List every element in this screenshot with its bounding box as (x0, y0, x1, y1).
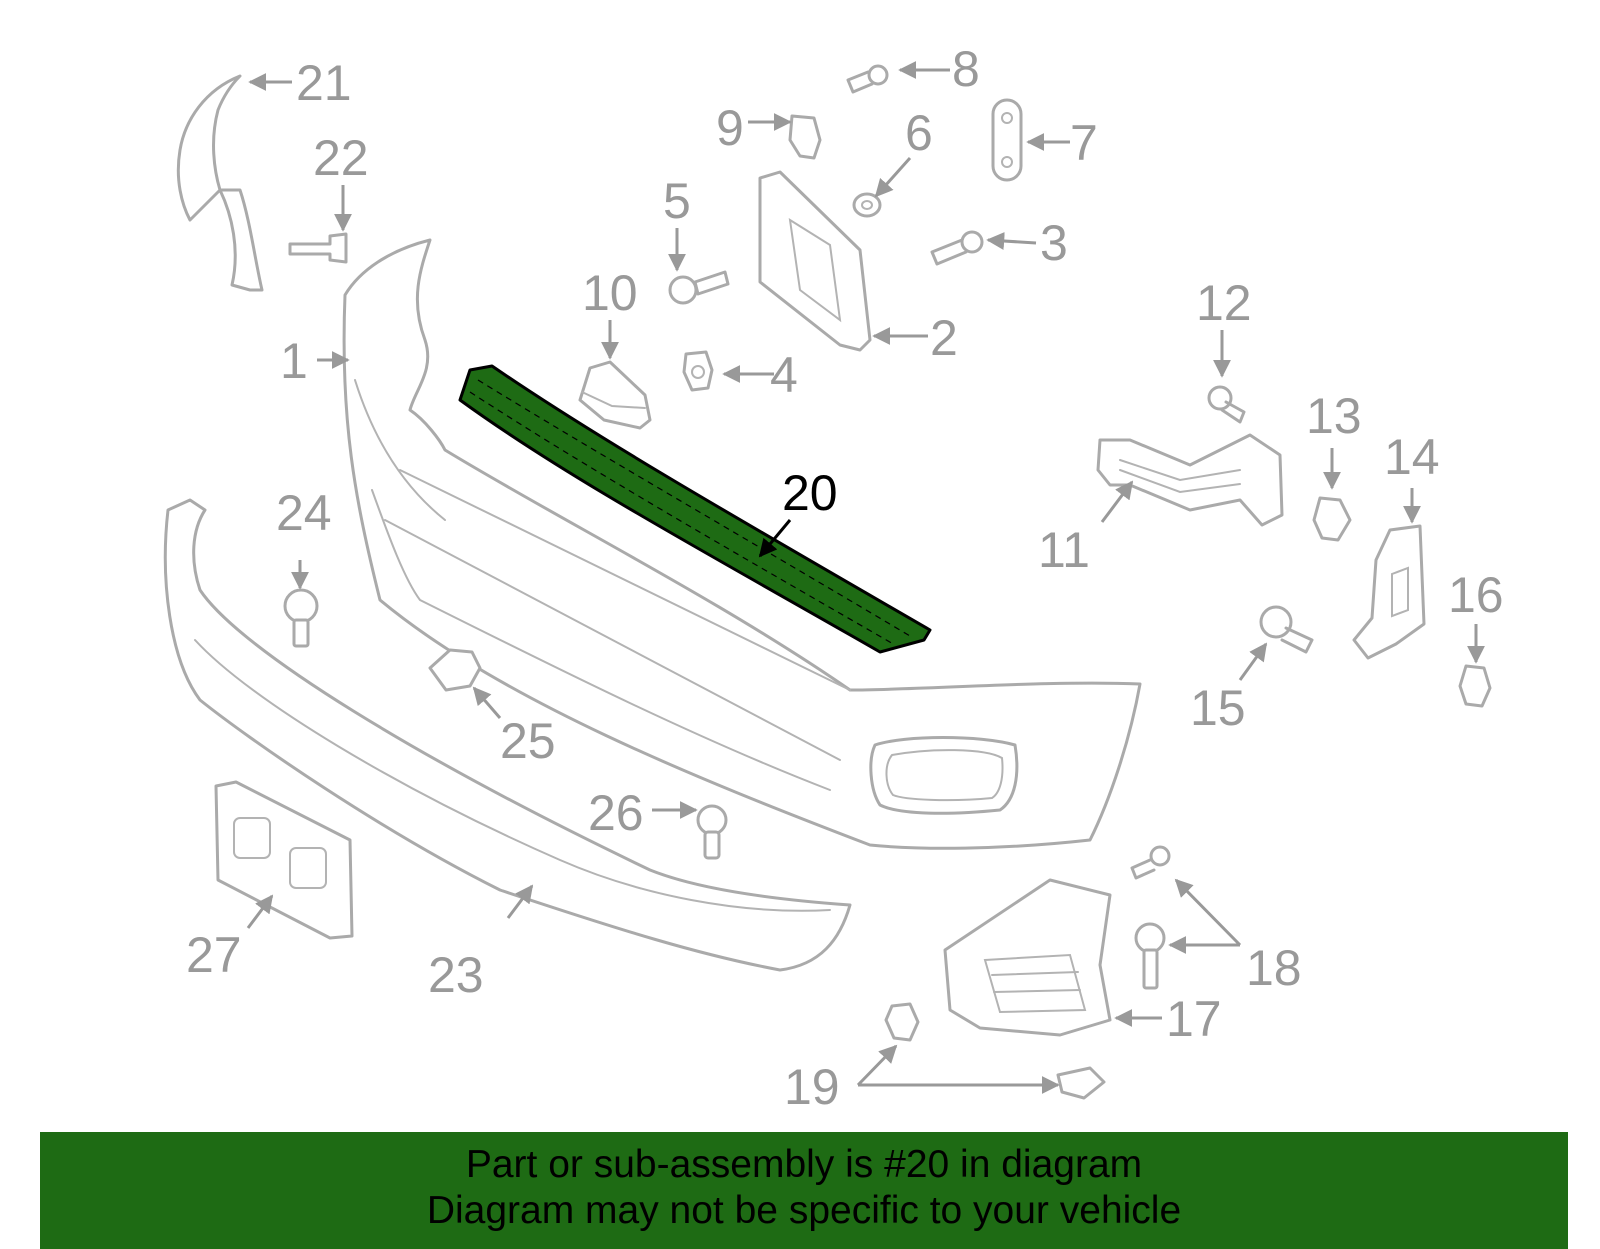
callout-16: 16 (1448, 567, 1504, 623)
part-16-clip (1458, 664, 1492, 708)
part-25-retainer (428, 648, 482, 692)
callout-3: 3 (1040, 215, 1068, 271)
part-1-bumper (342, 238, 1142, 850)
part-23-valance (163, 498, 852, 972)
part-12-bolt (1207, 385, 1246, 424)
part-9-clip (788, 114, 822, 160)
callout-18: 18 (1246, 940, 1302, 996)
callout-10: 10 (582, 265, 638, 321)
part-19-clips (884, 1002, 1106, 1100)
banner-line-1: Part or sub-assembly is #20 in diagram (465, 1143, 1143, 1186)
part-6-washer (852, 192, 882, 218)
parts-diagram: 1 2 3 4 5 6 7 8 9 10 11 12 13 14 15 16 1… (163, 41, 1504, 1115)
callout-8: 8 (952, 41, 980, 97)
part-5-bolt (668, 270, 730, 305)
callout-1: 1 (280, 333, 308, 389)
callout-15: 15 (1190, 680, 1246, 736)
callout-23: 23 (428, 947, 484, 1003)
callout-4: 4 (770, 347, 798, 403)
callout-labels: 1 2 3 4 5 6 7 8 9 10 11 12 13 14 15 16 1… (186, 41, 1504, 1115)
callout-26: 26 (588, 785, 644, 841)
callout-12: 12 (1196, 275, 1252, 331)
callout-14: 14 (1384, 429, 1440, 485)
banner-line-2: Diagram may not be specific to your vehi… (426, 1189, 1182, 1232)
part-17-bezel (943, 878, 1112, 1037)
part-27-frame (214, 780, 354, 940)
part-24-bolt (283, 588, 319, 648)
part-11-bracket (1096, 433, 1284, 527)
part-3-bolt (930, 230, 984, 266)
part-21-molding (176, 74, 264, 292)
callout-19: 19 (784, 1059, 840, 1115)
part-10-block (578, 360, 652, 430)
leader-lines (246, 61, 1485, 1094)
callout-22: 22 (313, 130, 369, 186)
part-2-bracket (758, 170, 872, 352)
part-15-bolt (1259, 605, 1314, 654)
part-18-bolts (1130, 845, 1171, 990)
callout-21: 21 (296, 55, 352, 111)
info-banner: Part or sub-assembly is #20 in diagram D… (40, 1132, 1568, 1249)
part-26-pin (696, 804, 728, 860)
callout-25: 25 (500, 713, 556, 769)
part-14-bracket (1352, 524, 1426, 660)
part-8-bolt (846, 64, 889, 94)
callout-17: 17 (1166, 991, 1222, 1047)
callout-9: 9 (716, 100, 744, 156)
callout-2: 2 (930, 310, 958, 366)
part-22-pin (288, 232, 348, 264)
callout-20: 20 (782, 465, 838, 521)
callout-6: 6 (905, 105, 933, 161)
part-20-highlighted (458, 364, 932, 654)
callout-13: 13 (1306, 388, 1362, 444)
callout-11: 11 (1038, 522, 1090, 578)
part-13-clip (1312, 496, 1352, 542)
part-7-spacer (991, 98, 1023, 182)
callout-24: 24 (276, 485, 332, 541)
part-4-clip (682, 350, 714, 392)
callout-27: 27 (186, 927, 242, 983)
callout-5: 5 (663, 173, 691, 229)
callout-7: 7 (1070, 115, 1098, 171)
